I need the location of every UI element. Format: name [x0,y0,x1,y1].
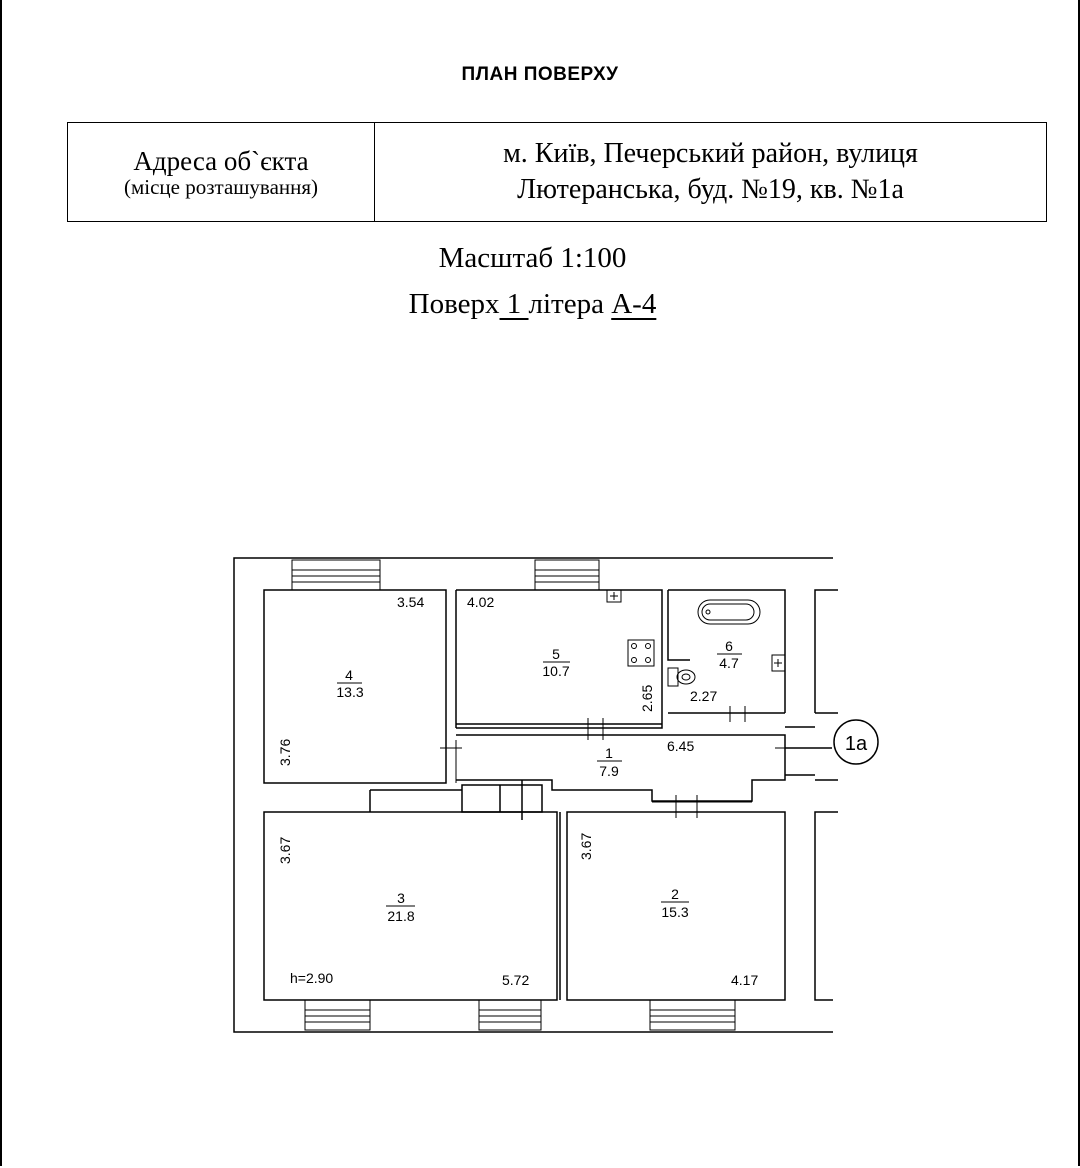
dim-room2-height: 3.67 [578,833,594,860]
floor-middle: літера [528,288,604,320]
dim-room4-width: 3.54 [397,594,424,610]
outer-wall-top [233,557,833,1033]
room-1-outline [456,734,786,802]
stair-wall-lower [814,779,838,1001]
room-3-area: 21.8 [387,908,414,924]
room-6-area: 4.7 [719,655,739,671]
room-4-area: 13.3 [336,684,363,700]
address-table: Адреса об`єкта (місце розташування) м. К… [67,122,1047,222]
window-room-3-left [304,999,371,1031]
room-3-outline [263,811,558,1001]
dim-room5-width: 4.02 [467,594,494,610]
room-6-outline [667,589,786,713]
window-room-3-right [478,999,542,1031]
address-line-2: Лютеранська, буд. №19, кв. №1а [517,174,904,205]
window-room-4 [291,559,381,591]
stairs [461,784,543,813]
scale-label: Масштаб 1:100 [438,242,627,274]
room-1-number: 1 [605,745,613,761]
room-1-area: 7.9 [599,763,619,779]
socket-icon-6 [771,654,786,672]
dim-room5-height: 2.65 [639,685,655,712]
address-value-cell: м. Київ, Печерський район, вулиця Лютера… [375,123,1046,221]
address-label-cell: Адреса об`єкта (місце розташування) [68,123,375,221]
stove-icon [627,639,655,667]
entrance-marker [833,719,879,765]
room-6-number: 6 [725,638,733,654]
address-line-1: м. Київ, Печерський район, вулиця [503,138,918,169]
socket-icon-5 [606,589,622,603]
window-room-2 [649,999,736,1031]
stair-wall-upper [814,589,838,714]
dim-room1-length: 6.45 [667,738,694,754]
room-2-area: 15.3 [661,904,688,920]
room-3-number: 3 [397,890,405,906]
dim-room6-width: 2.27 [690,688,717,704]
dim-room3-height: 3.67 [277,837,293,864]
floor-line: Поверх 1 літера А-4 [0,288,1065,321]
bathtub-icon [697,599,761,625]
address-sublabel: (місце розташування) [123,175,319,199]
address-label: Адреса об`єкта [133,146,309,176]
dim-room4-height: 3.76 [277,739,293,766]
room-4-number: 4 [345,667,353,683]
dim-room3-width: 5.72 [502,972,529,988]
room-5-area: 10.7 [542,663,569,679]
floor-prefix: Поверх [408,288,500,320]
room-5-number: 5 [552,646,560,662]
dim-room2-width: 4.17 [731,972,758,988]
toilet-icon [667,667,696,687]
dim-ceiling-height: h=2.90 [290,970,333,986]
room-5-outline [456,589,663,729]
plan-title: ПЛАН ПОВЕРХУ [461,64,619,85]
entrance-label: 1а [845,733,868,755]
floor-letter: А-4 [611,288,657,320]
window-room-5 [534,559,600,591]
floor-number: 1 [499,288,529,320]
room-2-number: 2 [671,886,679,902]
